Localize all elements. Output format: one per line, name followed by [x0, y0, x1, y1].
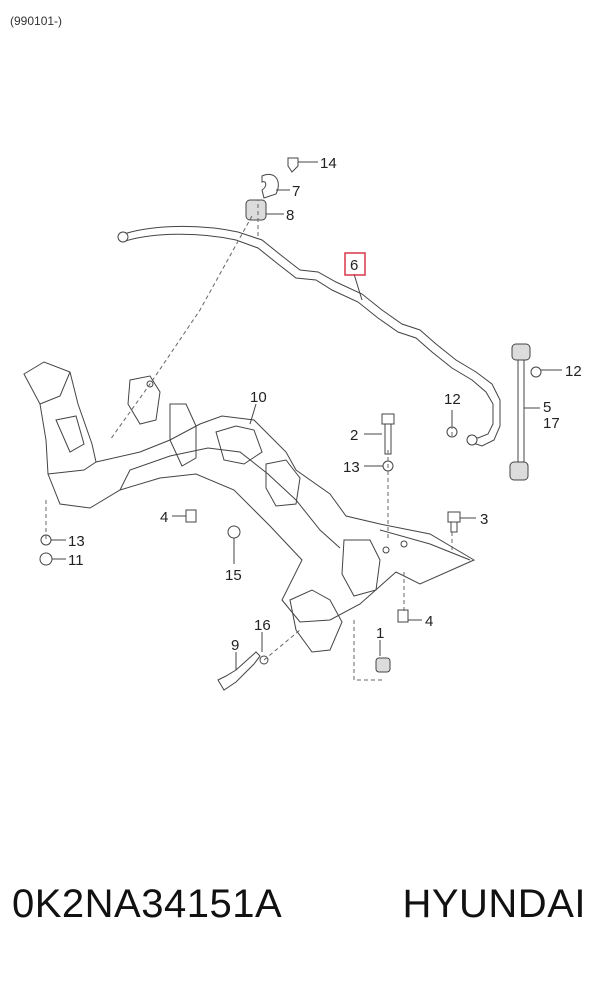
- callout-13-upper: 13: [343, 459, 360, 476]
- stabilizer-bar: [117, 225, 501, 447]
- crossmember: [23, 361, 476, 653]
- callout-10: 10: [250, 389, 267, 406]
- bar-bushing: [245, 157, 299, 221]
- callout-14: 14: [320, 155, 337, 172]
- callout-6: 6: [350, 257, 358, 274]
- callout-9: 9: [231, 637, 239, 654]
- callout-12-bar: 12: [444, 391, 461, 408]
- callout-8: 8: [286, 207, 294, 224]
- alignment-lines: [45, 200, 453, 681]
- callout-15: 15: [225, 567, 242, 584]
- callout-13-lower: 13: [68, 533, 85, 550]
- stabilizer-link: [446, 343, 542, 481]
- callout-5: 5: [543, 399, 551, 416]
- callout-17: 17: [543, 415, 560, 432]
- highlight-box: [344, 252, 366, 276]
- callout-11: 11: [68, 552, 84, 569]
- callout-2: 2: [350, 427, 358, 444]
- callout-16: 16: [254, 617, 271, 634]
- diagram-caption: (990101-): [10, 14, 63, 28]
- callout-4-left: 4: [160, 509, 168, 526]
- callout-3: 3: [480, 511, 488, 528]
- callout-1: 1: [376, 625, 384, 642]
- callout-7: 7: [292, 183, 300, 200]
- callout-labels: 14 7 8 6 12 12 5 17 10 2 13 3 4 13 11 15…: [68, 155, 582, 654]
- part-number: 0K2NA34151A: [12, 882, 283, 926]
- leader-lines: [51, 161, 562, 670]
- callout-4-lower: 4: [425, 613, 433, 630]
- brand-name: HYUNDAI: [402, 882, 586, 926]
- callout-12-link: 12: [565, 363, 582, 380]
